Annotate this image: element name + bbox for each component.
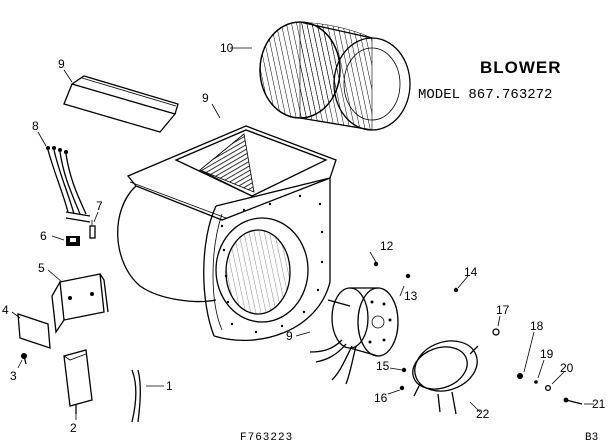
hardware-17 [492,328,500,336]
connector-pin [89,220,96,239]
bracket-cover [17,313,51,349]
capacitor [63,349,93,414]
mounting-bracket [51,273,109,334]
capacitor-strap [131,369,141,423]
callout-13: 13 [404,289,418,303]
callout-8: 8 [32,119,39,133]
callout-10: 9 [202,91,209,105]
leader-lines [11,47,594,420]
hardware-18 [517,373,523,379]
wire-clip [66,236,80,246]
callout-1: 1 [166,379,173,393]
hardware-12 [373,261,379,267]
callout-11: 10 [220,41,234,55]
hardware-14 [453,287,459,293]
callout-18: 18 [530,319,544,333]
hardware-13-bolt [405,273,411,279]
callout-16: 16 [374,391,388,405]
callout-9-motor: 9 [286,329,293,343]
callout-14: 14 [464,265,478,279]
callout-3: 3 [10,369,17,383]
callout-20: 20 [560,361,574,375]
callout-19: 19 [540,347,554,361]
wire-harness [46,146,91,223]
blower-housing [117,125,337,341]
hardware-16 [399,385,405,391]
hardware-21 [563,397,583,405]
hardware-19 [534,380,538,384]
drawing-number: F763223 [240,432,294,444]
callout-21: 21 [592,397,606,411]
model-number: MODEL 867.763272 [418,87,553,103]
blower-motor [309,287,399,385]
motor-mount-ring [412,340,479,415]
diagram-title: BLOWER [480,58,562,77]
callout-5: 5 [38,261,45,275]
callout-7: 7 [96,199,103,213]
callout-17: 17 [496,303,510,317]
hardware-15 [401,367,407,373]
screw-3 [21,353,27,365]
callout-6: 6 [40,229,47,243]
callout-9-cover: 9 [58,57,65,71]
callouts: 10 9 9 8 7 6 5 4 3 2 1 12 13 14 9 15 16 … [2,41,606,435]
page-code: B3 [585,432,599,444]
callout-2: 2 [70,421,77,435]
callout-4: 4 [2,303,9,317]
hardware-20 [544,384,552,392]
callout-22: 22 [476,407,490,421]
top-cover-plate [63,75,179,133]
blower-wheel [259,21,411,131]
callout-15: 15 [376,359,390,373]
callout-12: 12 [380,239,394,253]
